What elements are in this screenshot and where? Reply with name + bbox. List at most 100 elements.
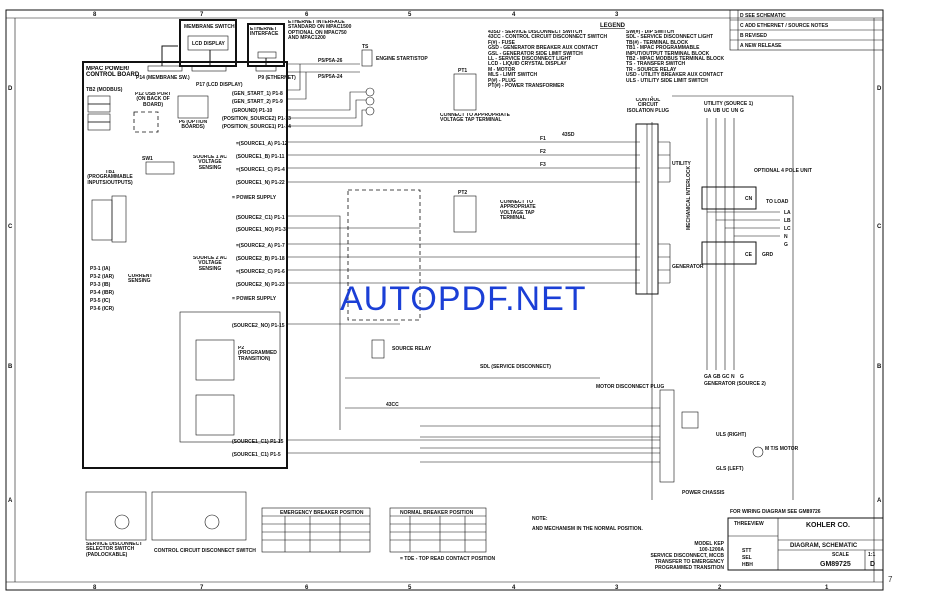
label: CONTROL CIRCUIT ISOLATION PLUG (626, 98, 670, 114)
col-label: 3 (615, 12, 619, 18)
label: SW1 (142, 156, 153, 162)
label: MECHANICAL INTERLOCK (686, 166, 692, 230)
control-circuit-switch (151, 491, 247, 541)
label: A (877, 498, 882, 504)
label: C ADD ETHERNET / SOURCE NOTES (740, 23, 829, 29)
label: N (784, 234, 788, 240)
emergency-position-table (261, 507, 371, 553)
label: GC (722, 374, 730, 380)
col-label: 4 (512, 585, 516, 591)
title-block: THREEVIEW KOHLER CO. DIAGRAM, SCHEMATIC … (727, 517, 884, 571)
label: TS (362, 44, 369, 50)
label: MOTOR DISCONNECT PLUG (596, 384, 664, 390)
label: LC (784, 226, 791, 232)
label: GSD - GENERATOR BREAKER AUX CONTACT (488, 45, 599, 52)
column-ruler: 8 7 6 5 4 3 8 7 6 5 4 3 2 1 (93, 12, 829, 591)
label: ULS - UTILITY SIDE LIMIT SWITCH (626, 77, 708, 84)
transfer-switch-ts (361, 49, 373, 67)
label: LA (784, 210, 791, 216)
label: OPTIONAL 4 POLE UNIT (754, 168, 812, 174)
label: MODEL KEP (694, 541, 724, 547)
label: PT2 (458, 190, 467, 196)
label: TB1 (PROGRAMMABLE INPUTS/OUTPUTS) (87, 170, 133, 186)
label: (SOURCE1_C1) P1-15 (232, 439, 284, 445)
col-label: 4 (512, 12, 516, 18)
label: SERVICE DISCONNECT SELECTOR SWITCH (PADL… (86, 542, 143, 558)
transformer-pt2 (453, 195, 477, 233)
label: M T/S MOTOR (765, 446, 799, 452)
label: =(SOURCE1_A) P1-12 (236, 141, 288, 147)
label: P5/P5A-24 (318, 74, 343, 80)
label: P9 (ETHERNET) (258, 75, 296, 81)
label: TB(#) - TERMINAL BLOCK (626, 39, 689, 46)
label: B REVISED (740, 33, 767, 39)
label: C (877, 224, 882, 230)
label: B (8, 364, 13, 370)
label: POWER CHASSIS (682, 490, 725, 496)
label: P3-1 (IA) (90, 266, 111, 272)
ethernet-label: ETHERNET INTERFACE (250, 27, 279, 38)
label: TB2 (MODBUS) (86, 87, 123, 93)
label: P12 USB PORT (ON BACK OF BOARD) (134, 92, 172, 108)
page-number: 7 (888, 575, 893, 584)
label: N (731, 374, 735, 380)
usb-port (133, 111, 159, 133)
label: D SEE SCHEMATIC (740, 13, 786, 19)
label: A (8, 498, 13, 504)
label: C (8, 224, 13, 230)
label: SEL (742, 555, 752, 561)
transformer-pt1 (453, 73, 477, 111)
model-description: MODEL KEP 100-1200A SERVICE DISCONNECT, … (650, 541, 724, 571)
label: G (784, 242, 788, 248)
label: 43SD - SERVICE DISCONNECT SWITCH (488, 30, 583, 35)
revision-block: D SEE SCHEMATIC C ADD ETHERNET / SOURCE … (729, 9, 884, 51)
label: SOURCE RELAY (392, 346, 432, 352)
label: GLS (LEFT) (716, 466, 744, 472)
drawing-number: GM89725 (820, 561, 851, 568)
label: MLS - LIMIT SWITCH (488, 72, 538, 79)
label: P3-2 (IAR) (90, 274, 114, 280)
label: TR - SOURCE RELAY (626, 66, 677, 73)
p2-relay-1 (195, 339, 235, 381)
label: LCD - LIQUID CRYSTAL DISPLAY (488, 61, 567, 68)
label: P2 (PROGRAMMED TRANSITION) (238, 346, 277, 362)
source-relay (371, 339, 385, 359)
label: P5/P5A-26 (318, 58, 343, 64)
label: SCALE (832, 552, 850, 558)
label: UA (704, 108, 712, 114)
label: PROGRAMMED TRANSITION (655, 565, 725, 571)
breaker-cn (701, 186, 757, 210)
label: GENERATOR (SOURCE 2) (704, 381, 766, 387)
label: GA (704, 374, 712, 380)
label: SERVICE DISCONNECT, MCCB (650, 553, 724, 559)
label: P14 (MEMBRANE SW.) (136, 75, 190, 81)
lcd-display (187, 35, 229, 51)
label: STT (742, 548, 751, 554)
label: (GEN_START_1) P1-8 (232, 91, 283, 97)
legend-title: LEGEND (600, 23, 626, 29)
label: 43SD (562, 132, 575, 138)
label: GB (713, 374, 721, 380)
label: P17 (LCD DISPLAY) (196, 82, 243, 88)
label: CONNECT TO APPROPRIATE VOLTAGE TAP TERMI… (440, 113, 510, 124)
label: MEMBRANE SWITCH (184, 24, 235, 30)
col-label: 1 (825, 585, 829, 591)
label: (SOURCE1_NO) P1-3 (236, 227, 286, 233)
label: TO LOAD (766, 199, 789, 205)
label: EMERGENCY BREAKER POSITION (280, 510, 364, 516)
label: LCD DISPLAY (192, 41, 226, 47)
wiring-reference: FOR WIRING DIAGRAM SEE GM89726 (730, 509, 821, 515)
label: UC (722, 108, 730, 114)
label: 43CC (386, 402, 399, 408)
label: (SOURCE2_B) P1-18 (236, 256, 285, 262)
label: CN (745, 196, 753, 202)
motor (752, 446, 764, 458)
label: F(#) - FUSE (488, 39, 515, 46)
label: SOURCE 2 AC VOLTAGE SENSING (193, 256, 227, 272)
label: P3-3 (IB) (90, 282, 111, 288)
label: TS - TRANSFER SWITCH (626, 61, 686, 68)
label: M - MOTOR (488, 66, 516, 73)
label: MPAC POWER/ CONTROL BOARD (86, 66, 140, 78)
